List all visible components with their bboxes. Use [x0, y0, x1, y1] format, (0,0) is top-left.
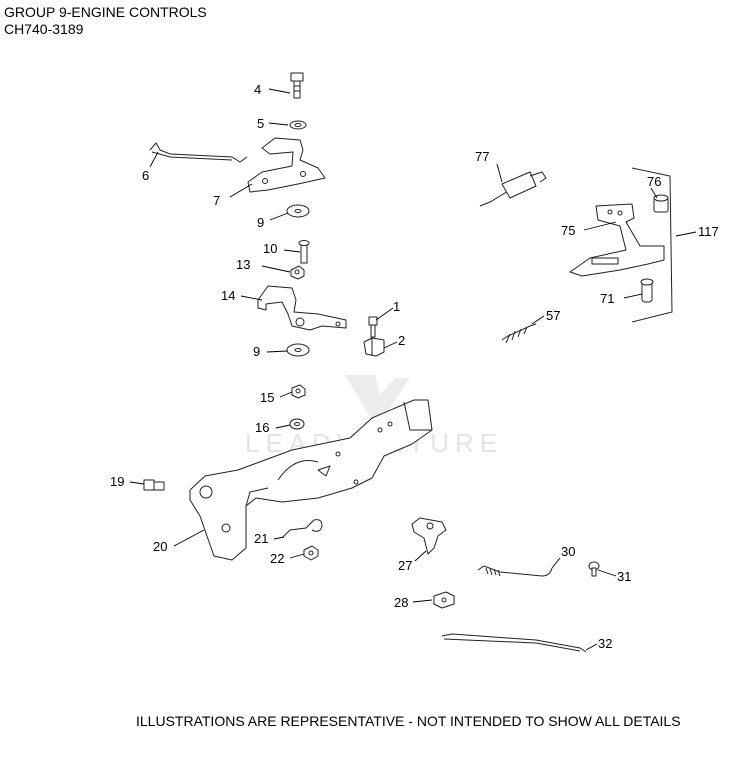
part-30-spring[interactable] — [477, 565, 553, 577]
callout-7: 7 — [213, 193, 220, 208]
part-19-bolt[interactable] — [143, 479, 165, 491]
callout-4: 4 — [254, 82, 261, 97]
part-1-screw[interactable] — [368, 316, 378, 338]
part-14-choke-lever[interactable] — [257, 285, 347, 331]
part-31-screw[interactable] — [588, 561, 600, 577]
callout-1: 1 — [393, 299, 400, 314]
part-5-washer[interactable] — [289, 120, 307, 130]
callout-15: 15 — [260, 390, 274, 405]
callout-14: 14 — [221, 288, 235, 303]
part-22-nut[interactable] — [303, 545, 319, 561]
callout-2: 2 — [398, 333, 405, 348]
callout-28: 28 — [394, 595, 408, 610]
part-16-washer[interactable] — [289, 418, 305, 430]
callout-71: 71 — [600, 291, 614, 306]
callout-9-lower: 9 — [253, 344, 260, 359]
part-10-screw[interactable] — [298, 240, 310, 264]
part-4-bolt[interactable] — [290, 72, 304, 99]
part-117-assembly-frame — [631, 167, 673, 323]
part-13-nut[interactable] — [290, 265, 305, 280]
callout-77: 77 — [475, 149, 489, 164]
callout-27: 27 — [398, 558, 412, 573]
callout-57: 57 — [546, 308, 560, 323]
callout-22: 22 — [270, 551, 284, 566]
callout-10: 10 — [263, 241, 277, 256]
part-28-clip[interactable] — [433, 591, 455, 609]
part-32-rod[interactable] — [441, 633, 587, 653]
callout-9-upper: 9 — [257, 215, 264, 230]
disclaimer-note: ILLUSTRATIONS ARE REPRESENTATIVE - NOT I… — [136, 713, 681, 729]
callout-30: 30 — [561, 544, 575, 559]
model-number: CH740-3189 — [4, 21, 84, 37]
callout-5: 5 — [257, 116, 264, 131]
part-20-control-bracket[interactable] — [189, 399, 433, 561]
callout-117: 117 — [698, 224, 719, 239]
part-9-washer-upper[interactable] — [286, 204, 310, 218]
callout-13: 13 — [236, 257, 250, 272]
watermark-logo — [345, 375, 410, 420]
part-9-washer-lower[interactable] — [286, 343, 310, 357]
callout-16: 16 — [255, 420, 269, 435]
part-21-spring[interactable] — [281, 519, 323, 539]
callout-20: 20 — [153, 539, 167, 554]
part-2-clip[interactable] — [363, 337, 385, 357]
part-15-nut[interactable] — [291, 384, 306, 399]
callout-19: 19 — [110, 474, 124, 489]
callout-75: 75 — [561, 223, 575, 238]
part-77-spring[interactable] — [479, 171, 547, 207]
leader-lines — [129, 88, 697, 651]
callout-32: 32 — [598, 636, 612, 651]
callout-21: 21 — [254, 531, 268, 546]
part-7-throttle-bracket[interactable] — [247, 137, 326, 193]
part-75-lever-assembly[interactable] — [569, 203, 665, 277]
page-title: GROUP 9-ENGINE CONTROLS — [4, 4, 207, 20]
callout-6: 6 — [142, 168, 149, 183]
callout-31: 31 — [617, 569, 631, 584]
callout-labels: 4 5 6 7 9 10 13 14 1 2 9 15 16 19 20 21 … — [110, 82, 719, 651]
part-76-nut[interactable] — [653, 194, 669, 213]
part-71-pin[interactable] — [640, 278, 654, 303]
part-57-spring[interactable] — [501, 323, 537, 344]
callout-76: 76 — [647, 174, 661, 189]
part-27-lever[interactable] — [411, 517, 447, 555]
part-6-linkage-rod[interactable] — [149, 142, 248, 163]
